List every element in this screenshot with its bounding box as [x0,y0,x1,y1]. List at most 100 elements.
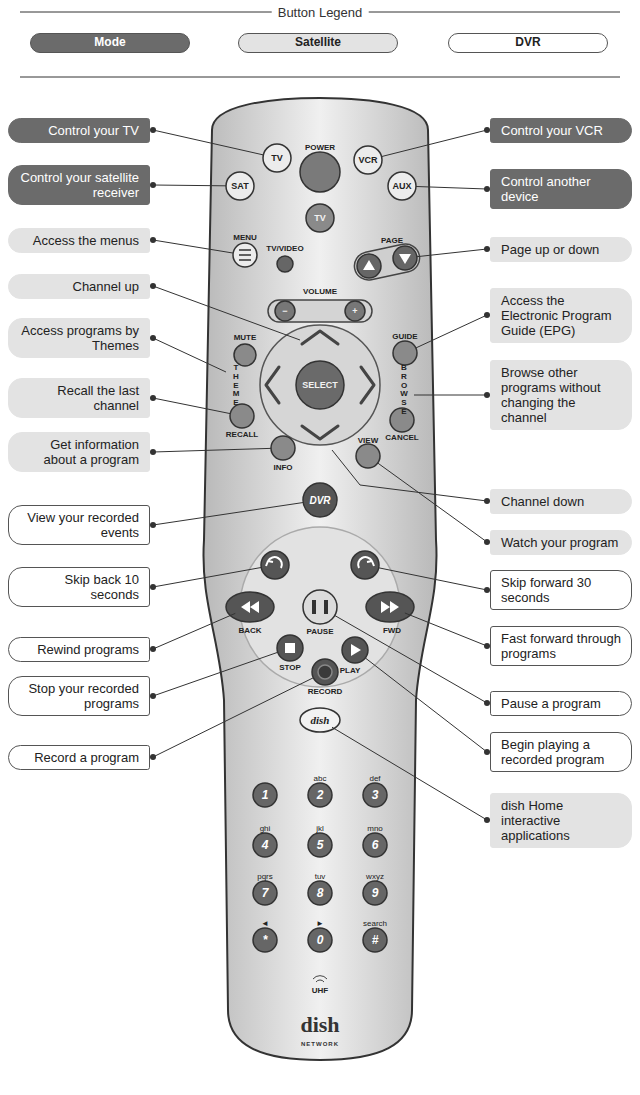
leader-line [332,450,487,501]
keypad-button [308,783,332,807]
keypad-button [363,881,387,905]
callout-box: Control your TV [8,118,150,143]
callout-box: Begin playing a recorded program [490,732,632,772]
button-label: POWER [305,143,335,152]
callout-box: Access the menus [8,228,150,253]
page-rocker [352,241,422,282]
legend-text: Mode [94,35,125,49]
button-label: mno [367,824,383,833]
volume-up-button [345,301,365,321]
button-label: MENU [233,233,257,242]
button-label: pqrs [257,872,273,881]
leader-lines [150,127,490,823]
callout-text: Begin playing a recorded program [501,737,621,767]
leader-dot [150,127,156,133]
button-label: 8 [317,886,324,900]
button-label: PAUSE [307,627,334,636]
callout-box: Get information about a program [8,432,150,472]
leader-line [153,286,300,340]
leader-dot [150,646,156,652]
leader-line [153,185,226,187]
play-button [342,637,368,663]
button-label: DVR [309,495,330,506]
rewind-button [226,592,274,622]
button-label: PLAY [340,666,361,675]
leader-line [153,567,261,587]
leader-dot [150,182,156,188]
leader-line [365,658,487,752]
guide-button [393,341,417,365]
leader-dot [150,754,156,760]
remote-body [203,98,436,1060]
callout-box: Skip back 10 seconds [8,567,150,607]
button-label: INFO [273,463,292,472]
leader-line [382,130,487,157]
pause-button [303,590,337,624]
leader-line [153,448,271,452]
stop-button [277,635,303,661]
callout-text: Control another device [501,174,621,204]
menu-button [233,243,257,267]
callout-text: Page up or down [501,242,621,257]
callout-text: Record a program [19,750,139,765]
left-arrow [266,367,279,403]
view-button [356,444,380,468]
leader-line [153,240,233,253]
button-label: STOP [279,663,301,672]
fast-forward-button [366,592,414,622]
button-label: THEME [232,364,240,408]
button-label: MUTE [234,333,257,342]
callout-box: Rewind programs [8,637,150,662]
legend-text: Satellite [295,35,341,49]
rewind-icon [241,601,259,613]
button-label: VOLUME [303,287,337,296]
callout-box: Access programs by Themes [8,318,150,358]
button-label: VIEW [358,436,378,445]
callout-text: Fast forward through programs [501,631,621,661]
skip-forward-icon [358,557,374,568]
button-label: FWD [383,626,401,635]
button-label: 7 [262,886,269,900]
legend-title: Button Legend [272,5,369,20]
callout-text: Control your VCR [501,123,621,138]
legend-swatch: DVR [448,33,608,53]
button-label: 3 [372,788,379,802]
callout-box: Channel up [8,274,150,299]
callout-text: Rewind programs [19,642,139,657]
callout-box: Browse other programs without changing t… [490,360,632,430]
keypad-button [253,928,277,952]
button-label: CANCEL [385,433,418,442]
keypad-button [253,833,277,857]
right-arrow [361,367,374,403]
callout-box: Control your satellite receiver [8,165,150,205]
callout-text: Pause a program [501,696,621,711]
button-label: VCR [358,155,377,165]
leader-line [416,315,487,348]
power-button [300,152,340,192]
info-button [271,436,295,460]
play-icon [351,644,361,656]
button-label: ◄ [261,919,269,928]
button-label: wxyz [366,872,384,881]
callout-box: Fast forward through programs [490,626,632,666]
mute-button [234,344,256,366]
button-label: 9 [372,886,379,900]
button-label: 4 [262,838,269,852]
leader-line [153,678,313,757]
menu-icon-line [239,254,251,256]
leader-line [414,395,487,396]
pause-icon [314,600,326,614]
button-label: tuv [315,872,326,881]
button-label: 2 [317,788,324,802]
record-icon [318,665,332,679]
button-label: 5 [317,838,324,852]
uhf-symbol [313,976,327,982]
button-label: BACK [238,626,261,635]
leader-line [335,615,487,703]
menu-icon-line [239,259,251,261]
skip-forward-button [351,551,379,579]
button-label: 0 [317,933,324,947]
volume-down-button [275,301,295,321]
skip-back-icon [266,557,282,568]
